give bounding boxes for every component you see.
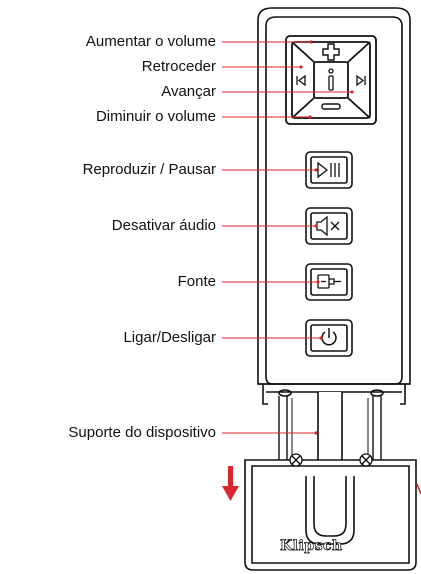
label-mute: Desativar áudio	[111, 217, 216, 234]
play-pause-icon	[317, 161, 340, 179]
device-holder-base	[244, 459, 417, 571]
label-next: Avançar	[161, 83, 216, 100]
screws	[289, 453, 373, 467]
down-arrow-icon	[222, 466, 421, 501]
label-volume-up: Aumentar o volume	[85, 33, 216, 50]
play-pause-button[interactable]	[305, 151, 353, 189]
label-source: Fonte	[177, 273, 216, 290]
minus-icon[interactable]	[321, 103, 341, 110]
label-power: Ligar/Desligar	[123, 329, 216, 346]
brand-logo: Klipsch	[280, 538, 343, 555]
leader-lines	[222, 40, 354, 435]
previous-icon[interactable]	[296, 74, 306, 87]
plus-icon[interactable]	[322, 43, 340, 61]
info-icon[interactable]	[328, 68, 334, 91]
label-play-pause: Reproduzir / Pausar	[82, 161, 216, 178]
power-button[interactable]	[305, 319, 353, 357]
label-volume-down: Diminuir o volume	[95, 108, 216, 125]
d-pad	[285, 35, 377, 125]
power-icon	[321, 328, 337, 346]
next-icon[interactable]	[356, 74, 366, 87]
mute-icon	[316, 215, 340, 237]
holder-rods	[278, 396, 382, 463]
label-device-holder: Suporte do dispositivo	[68, 424, 216, 441]
label-previous: Retroceder	[141, 58, 216, 75]
